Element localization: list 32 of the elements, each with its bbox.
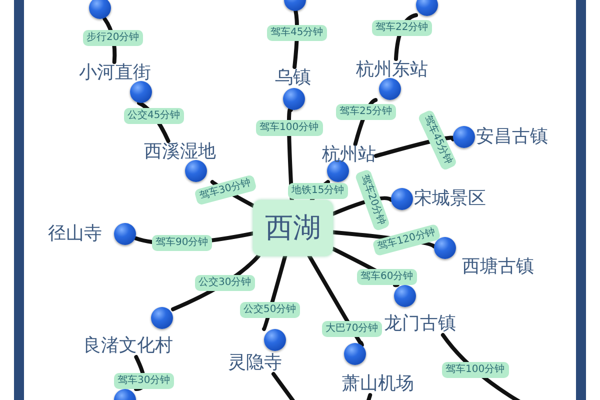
connector-line xyxy=(307,254,364,347)
place-name: 萧山机场 xyxy=(342,373,414,395)
location-dot xyxy=(89,0,111,19)
location-dot xyxy=(416,0,438,16)
connector-line xyxy=(366,393,372,400)
center-box: 西湖 xyxy=(253,200,333,256)
edge-label: 驾车25分钟 xyxy=(336,104,396,120)
place-name: 径山寺 xyxy=(48,223,102,245)
edge-label: 驾车90分钟 xyxy=(152,235,212,251)
connector-line xyxy=(271,372,296,400)
place-name: 宋城景区 xyxy=(414,188,486,210)
place-name: 小河直街 xyxy=(79,62,151,84)
edge-label: 公交30分钟 xyxy=(194,275,256,291)
edge-label: 驾车60分钟 xyxy=(356,269,418,285)
place-name: 灵隐寺 xyxy=(228,352,282,374)
place-name: 西塘古镇 xyxy=(462,256,534,278)
place-name: 良渚文化村 xyxy=(83,335,173,357)
edge-label: 驾车30分钟 xyxy=(114,373,174,389)
edge-label: 公交50分钟 xyxy=(240,302,300,318)
edge-label: 步行20分钟 xyxy=(82,30,144,46)
edge-label: 驾车100分钟 xyxy=(256,120,323,136)
edge-label: 驾车100分钟 xyxy=(442,362,509,378)
place-name: 杭州站 xyxy=(322,144,376,166)
edge-label: 驾车45分钟 xyxy=(266,25,328,41)
edge-label: 大巴70分钟 xyxy=(322,321,382,337)
place-name: 西溪湿地 xyxy=(144,141,216,163)
edge-label: 驾车22分钟 xyxy=(372,20,432,36)
place-name: 乌镇 xyxy=(275,67,311,89)
place-name: 安昌古镇 xyxy=(476,126,548,148)
place-name: 杭州东站 xyxy=(356,59,428,81)
place-name: 龙门古镇 xyxy=(384,313,456,335)
edge-label: 公交45分钟 xyxy=(124,108,184,124)
